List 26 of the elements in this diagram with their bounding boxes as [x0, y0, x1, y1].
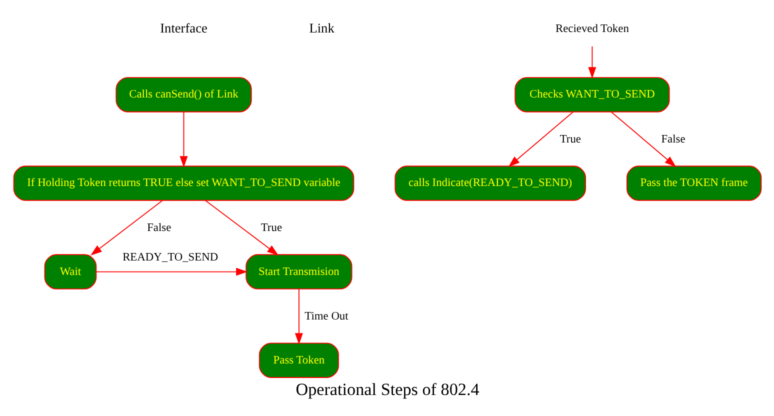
- edge-label: READY_TO_SEND: [122, 251, 218, 264]
- arrow: [204, 200, 278, 256]
- label: Interface: [160, 20, 207, 36]
- caption: Operational Steps of 802.4: [295, 380, 479, 399]
- arrow: [588, 46, 596, 79]
- node-box: Calls canSend() of Link: [115, 77, 252, 112]
- arrow: [294, 288, 302, 345]
- node-text: Recieved Token: [554, 22, 628, 35]
- arrow: [508, 111, 573, 167]
- node-box: Pass the TOKEN frame: [626, 166, 762, 201]
- edge-label: True: [260, 222, 282, 234]
- arrow: [610, 111, 676, 167]
- node-box: Start Transmision: [245, 254, 352, 290]
- node-box: Pass Token: [258, 342, 338, 378]
- node-box: calls Indicate(READY_TO_SEND): [394, 166, 586, 201]
- edge-label: True: [559, 133, 580, 146]
- label: Link: [308, 20, 334, 36]
- edge-label: Time Out: [304, 310, 348, 322]
- arrow: [90, 200, 162, 256]
- arrow: [95, 268, 248, 276]
- edge-label: False: [146, 222, 171, 234]
- edge-label: False: [660, 133, 685, 146]
- node-box: If Holding Token returns TRUE else set WANT_TO_SEND variable: [12, 166, 354, 201]
- arrow: [179, 111, 188, 168]
- node-box: Checks WANT_TO_SEND: [514, 77, 670, 112]
- node-box: Wait: [44, 254, 96, 290]
